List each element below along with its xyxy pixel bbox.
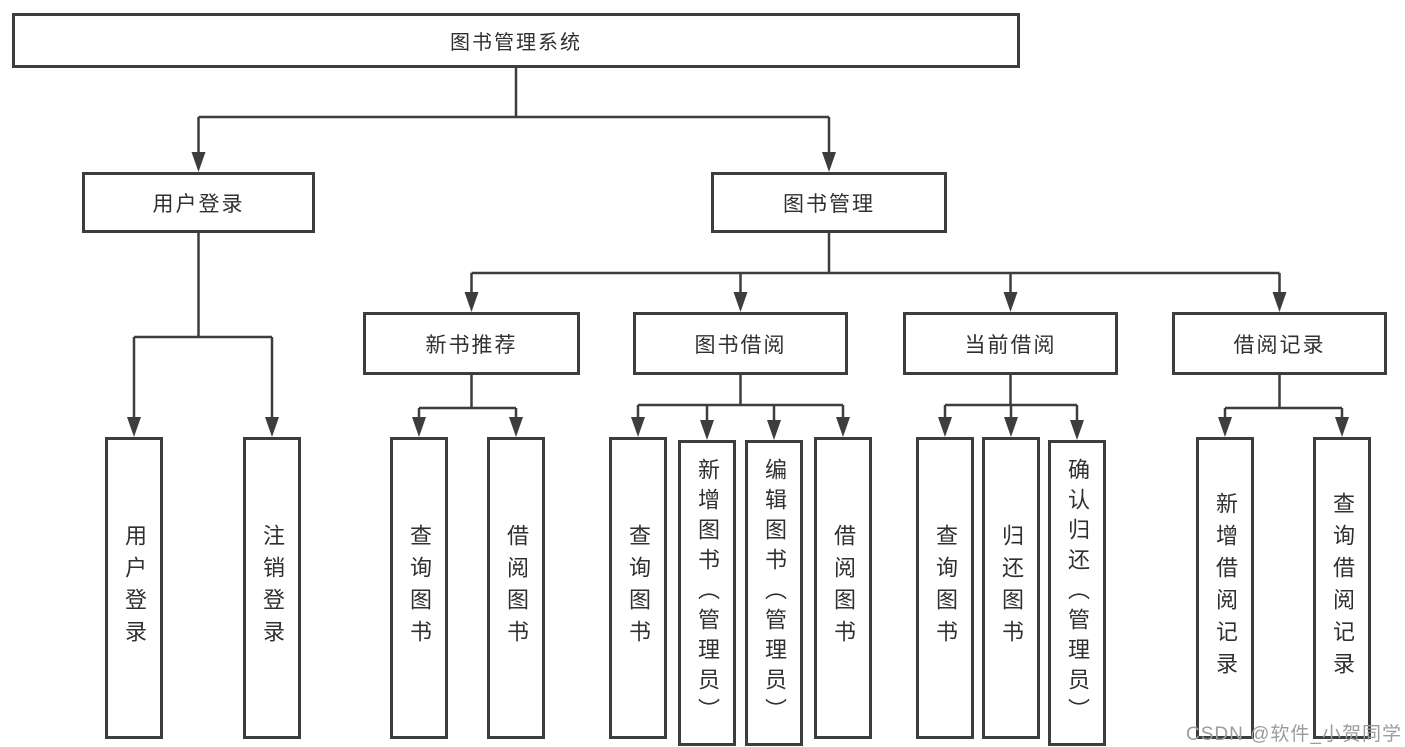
leaf-logout: 注销登录 [243,437,301,739]
node-root: 图书管理系统 [12,13,1020,68]
leaf-borrow-books-recommend: 借阅图书 [487,437,545,739]
leaf-add-borrow-record: 新增借阅记录 [1196,437,1254,739]
leaf-query-books-current: 查询图书 [916,437,974,739]
node-new-book-recommend: 新书推荐 [363,312,580,375]
leaf-user-login: 用户登录 [105,437,163,739]
arrowheads [127,152,1349,440]
node-user-login-branch: 用户登录 [82,172,315,233]
leaf-confirm-return-admin: 确认归还（管理员） [1048,440,1106,746]
leaf-add-book-admin: 新增图书（管理员） [678,440,736,746]
watermark: CSDN @软件_小贺同学 [1186,724,1402,745]
node-book-borrow: 图书借阅 [633,312,848,375]
node-current-borrow: 当前借阅 [903,312,1118,375]
leaf-edit-book-admin: 编辑图书（管理员） [745,440,803,746]
node-book-management-branch: 图书管理 [711,172,947,233]
leaf-query-borrow-record: 查询借阅记录 [1313,437,1371,739]
leaf-query-books-recommend: 查询图书 [390,437,448,739]
leaf-borrow-books: 借阅图书 [814,437,872,739]
node-borrow-records: 借阅记录 [1172,312,1387,375]
leaf-return-books: 归还图书 [982,437,1040,739]
leaf-query-books-borrow: 查询图书 [609,437,667,739]
